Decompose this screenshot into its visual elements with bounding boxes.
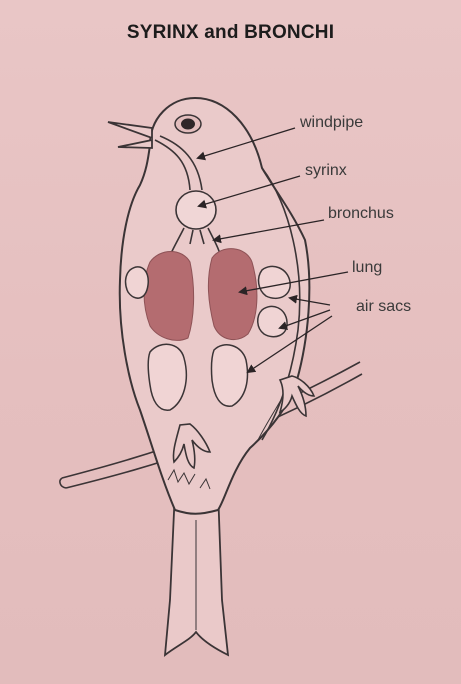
tail [165, 490, 228, 655]
label-lung: lung [352, 259, 382, 277]
beak [108, 122, 152, 148]
label-windpipe: windpipe [300, 114, 363, 132]
eye [175, 115, 201, 133]
label-bronchus: bronchus [328, 205, 394, 223]
label-syrinx: syrinx [305, 162, 347, 180]
syrinx [176, 191, 216, 229]
label-air-sacs: air sacs [356, 298, 411, 316]
